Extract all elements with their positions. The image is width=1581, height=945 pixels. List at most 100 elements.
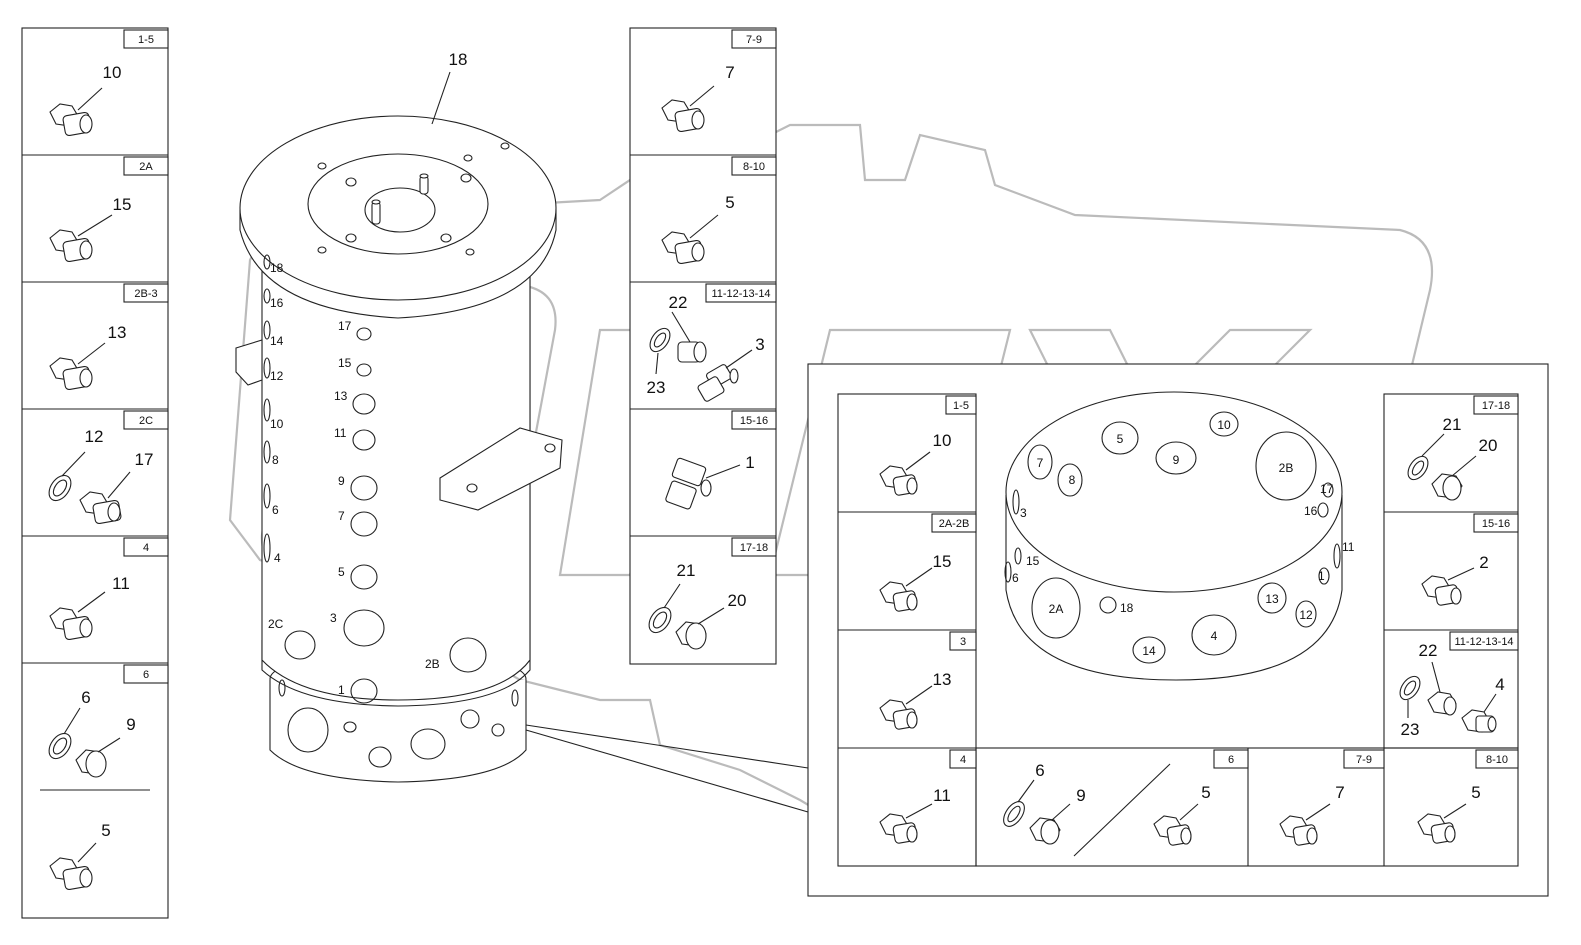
port-label: 10: [270, 417, 284, 431]
tag-label: 2C: [139, 415, 153, 427]
callout-number: 9: [126, 715, 135, 734]
fitting-part: [1427, 691, 1457, 716]
port-label: 6: [272, 503, 279, 517]
callout-number: 22: [669, 293, 688, 312]
port-label: 9: [338, 474, 345, 488]
port-label: 9: [1173, 453, 1180, 467]
callout-number: 12: [85, 427, 104, 446]
callout-number: 7: [725, 63, 734, 82]
callout-number: 4: [1495, 675, 1504, 694]
port-label: 7: [338, 509, 345, 523]
callout-number: 5: [1201, 783, 1210, 802]
port-label: 10: [1217, 418, 1231, 432]
washer-part: [1399, 675, 1421, 701]
tag-box: 11-12-13-14: [1449, 631, 1519, 651]
port-label: 3: [330, 611, 337, 625]
port-label: 12: [270, 369, 284, 383]
port-label: 8: [272, 453, 279, 467]
callout-number: 11: [933, 786, 951, 805]
port-label: 16: [270, 296, 284, 310]
tag-box: 8-10: [1475, 749, 1519, 769]
tag-label: 4: [143, 542, 149, 554]
left-parts-column: 1-5 2A 2B-3 2C 4 6 10 15 13 12 17 11 6 9…: [21, 27, 169, 919]
port-label: 5: [338, 565, 345, 579]
port-label: 7: [1037, 456, 1044, 470]
callout-number: 15: [933, 552, 952, 571]
port-label: 12: [1299, 608, 1313, 622]
tag-label: 1-5: [953, 400, 969, 412]
tag-box: 2A: [123, 156, 169, 176]
callout-number: 20: [728, 591, 747, 610]
elbow-fitting-part: [697, 364, 739, 402]
callout-number: 9: [1076, 786, 1085, 805]
plug-part: [1417, 813, 1456, 844]
plug-part: [1153, 815, 1192, 846]
plug-part: [879, 465, 918, 496]
port-label: 1: [338, 683, 345, 697]
washer-part: [648, 606, 672, 634]
port-label: 17: [338, 319, 352, 333]
tag-label: 2B-3: [134, 288, 157, 300]
callout-number: 7: [1335, 783, 1344, 802]
tag-label: 17-18: [740, 542, 768, 554]
tag-box: 7-9: [1343, 749, 1385, 769]
callout-number: 3: [755, 335, 764, 354]
port-label: 3: [1020, 506, 1027, 520]
callout-number: 2: [1479, 553, 1488, 572]
callout-number: 21: [1443, 415, 1462, 434]
tag-label: 4: [960, 754, 966, 766]
tag-label: 8-10: [743, 161, 765, 173]
callout-number: 15: [113, 195, 132, 214]
callout-number: 5: [101, 821, 110, 840]
fitting-part: [677, 341, 707, 363]
port-label: 15: [1026, 554, 1040, 568]
cap-part: [75, 749, 107, 778]
plug-part: [49, 857, 93, 891]
tag-box: 15-16: [1473, 513, 1519, 533]
fitting-part: [1461, 709, 1497, 733]
washer-part: [48, 732, 72, 760]
callout-number: 13: [108, 323, 127, 342]
plug-part: [879, 813, 918, 844]
tag-label: 1-5: [138, 34, 154, 46]
washer-part: [1003, 801, 1025, 827]
washer-part: [649, 327, 671, 353]
cap-part: [675, 621, 707, 650]
callout-number: 6: [1035, 761, 1044, 780]
tag-label: 7-9: [746, 34, 762, 46]
port-label: 2B: [425, 657, 440, 671]
tag-box: 2B-3: [123, 283, 169, 303]
port-label: 2B: [1279, 461, 1294, 475]
port-label: 6: [1012, 571, 1019, 585]
callout-number: 20: [1479, 436, 1498, 455]
tag-label: 2A: [139, 161, 153, 173]
tag-box: 8-10: [731, 156, 777, 176]
tag-box: 2A-2B: [931, 513, 977, 533]
tag-label: 11-12-13-14: [1454, 636, 1513, 648]
tag-label: 15-16: [1482, 518, 1510, 530]
plug-part: [49, 103, 93, 137]
callout-number: 5: [1471, 783, 1480, 802]
port-label: 8: [1069, 473, 1076, 487]
port-label: 16: [1304, 504, 1318, 518]
plug-part: [49, 229, 93, 263]
port-label: 4: [1211, 629, 1218, 643]
tag-label: 7-9: [1356, 754, 1372, 766]
callout-number: 11: [112, 574, 130, 593]
tag-box: 17-18: [731, 537, 777, 557]
port-label: 13: [334, 389, 348, 403]
tag-box: 2C: [123, 410, 169, 430]
tag-box: 4: [949, 749, 977, 769]
port-label: 11: [1342, 540, 1355, 554]
distribution-ring: 10 5 9 7 8 2B 17 16 3 11 15 6 1 2A 18 13…: [1004, 391, 1355, 681]
port-label: 13: [1265, 592, 1279, 606]
port-label: 15: [338, 356, 352, 370]
middle-parts-column: 7-9 8-10 11-12-13-14 15-16 17-18 7 5 22 …: [629, 27, 777, 665]
port-label: 18: [1120, 601, 1134, 615]
port-label: 2C: [268, 617, 284, 631]
tag-label: 3: [960, 636, 966, 648]
cap-part: [1431, 473, 1463, 501]
tag-box: 1-5: [945, 395, 977, 415]
